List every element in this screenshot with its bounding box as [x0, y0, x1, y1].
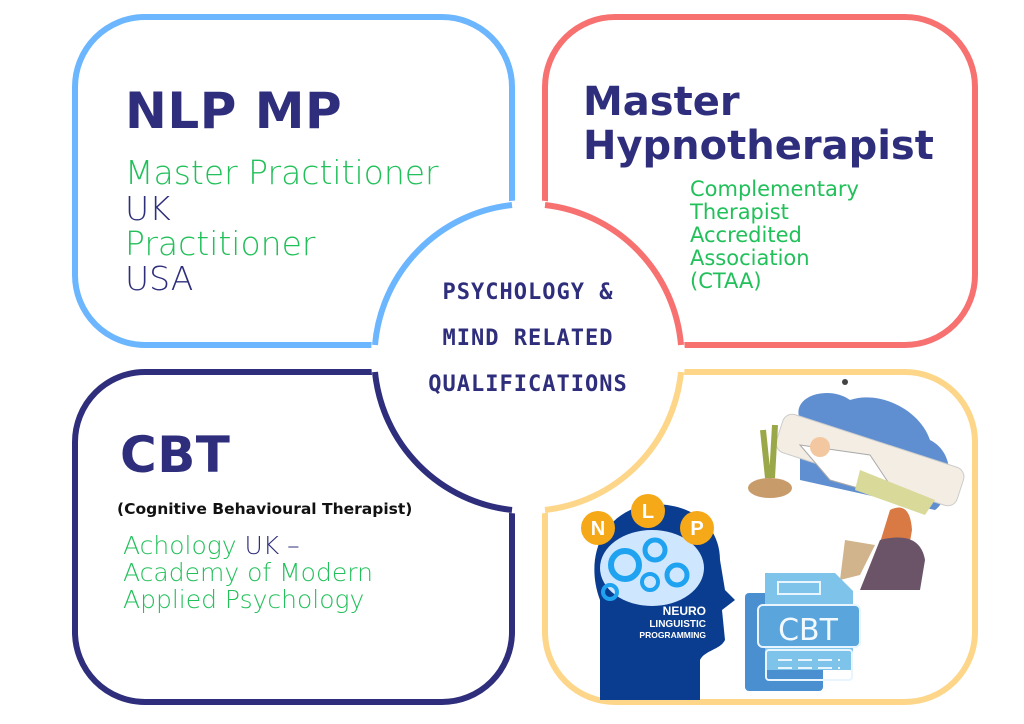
- hypno-line-ctaa: (CTAA): [690, 269, 762, 293]
- cbt-subtitle: (Cognitive Behavioural Therapist): [117, 500, 413, 518]
- nlp-head-logo: N L P NEURO LINGUISTIC PROGRAMMING: [581, 494, 735, 700]
- center-arc-blue: [372, 202, 513, 346]
- center-arc-yellow: [544, 371, 684, 513]
- nlp-line-practitioner: Practitioner: [125, 224, 316, 263]
- cbt-file-label: CBT: [778, 613, 839, 648]
- hypno-line-association: Association: [690, 246, 810, 270]
- cbt-uk: UK –: [236, 531, 300, 560]
- cbt-line-achology: Achology UK –: [123, 532, 300, 559]
- nlp-logo-text-programming: PROGRAMMING: [639, 630, 706, 640]
- cbt-achology: Achology: [123, 531, 237, 560]
- therapy-session-illustration: [748, 379, 965, 590]
- nlp-line-uk: UK: [125, 189, 171, 228]
- hypno-line-complementary: Complementary: [690, 177, 859, 201]
- cbt-title: CBT: [120, 426, 231, 484]
- nlp-box-frame: [72, 14, 515, 348]
- images-box-frame: [542, 369, 978, 705]
- cbt-file-icon: CBT: [745, 573, 861, 691]
- center-circle-fill: [371, 200, 685, 514]
- cbt-line-applied-psychology: Applied Psychology: [123, 585, 365, 614]
- nlp-letter-n: N: [591, 518, 605, 540]
- nlp-line-usa: USA: [125, 259, 194, 298]
- hypno-title-master: Master: [583, 79, 740, 125]
- hypno-line-accredited: Accredited: [690, 223, 802, 247]
- center-arc-red: [544, 202, 684, 346]
- center-title-line-1: PSYCHOLOGY &: [442, 280, 614, 305]
- nlp-logo-text-neuro: NEURO: [663, 604, 706, 618]
- nlp-letter-p: P: [690, 518, 703, 540]
- nlp-letter-l: L: [642, 501, 654, 523]
- nlp-title: NLP MP: [125, 82, 343, 140]
- cbt-box-frame: [72, 369, 515, 705]
- center-title: PSYCHOLOGY & MIND RELATED QUALIFICATIONS: [395, 270, 661, 408]
- cbt-line-academy: Academy of Modern: [123, 558, 373, 587]
- hypno-line-therapist: Therapist: [690, 200, 789, 224]
- center-title-line-2: MIND RELATED: [442, 326, 614, 351]
- hypno-title-hypnotherapist: Hypnotherapist: [583, 123, 934, 169]
- center-title-line-3: QUALIFICATIONS: [428, 372, 628, 397]
- center-arc-navy: [372, 371, 513, 513]
- nlp-line-master-practitioner: Master Practitioner: [125, 153, 439, 192]
- nlp-logo-text-linguistic: LINGUISTIC: [649, 619, 706, 630]
- hypno-box-frame: [542, 14, 978, 348]
